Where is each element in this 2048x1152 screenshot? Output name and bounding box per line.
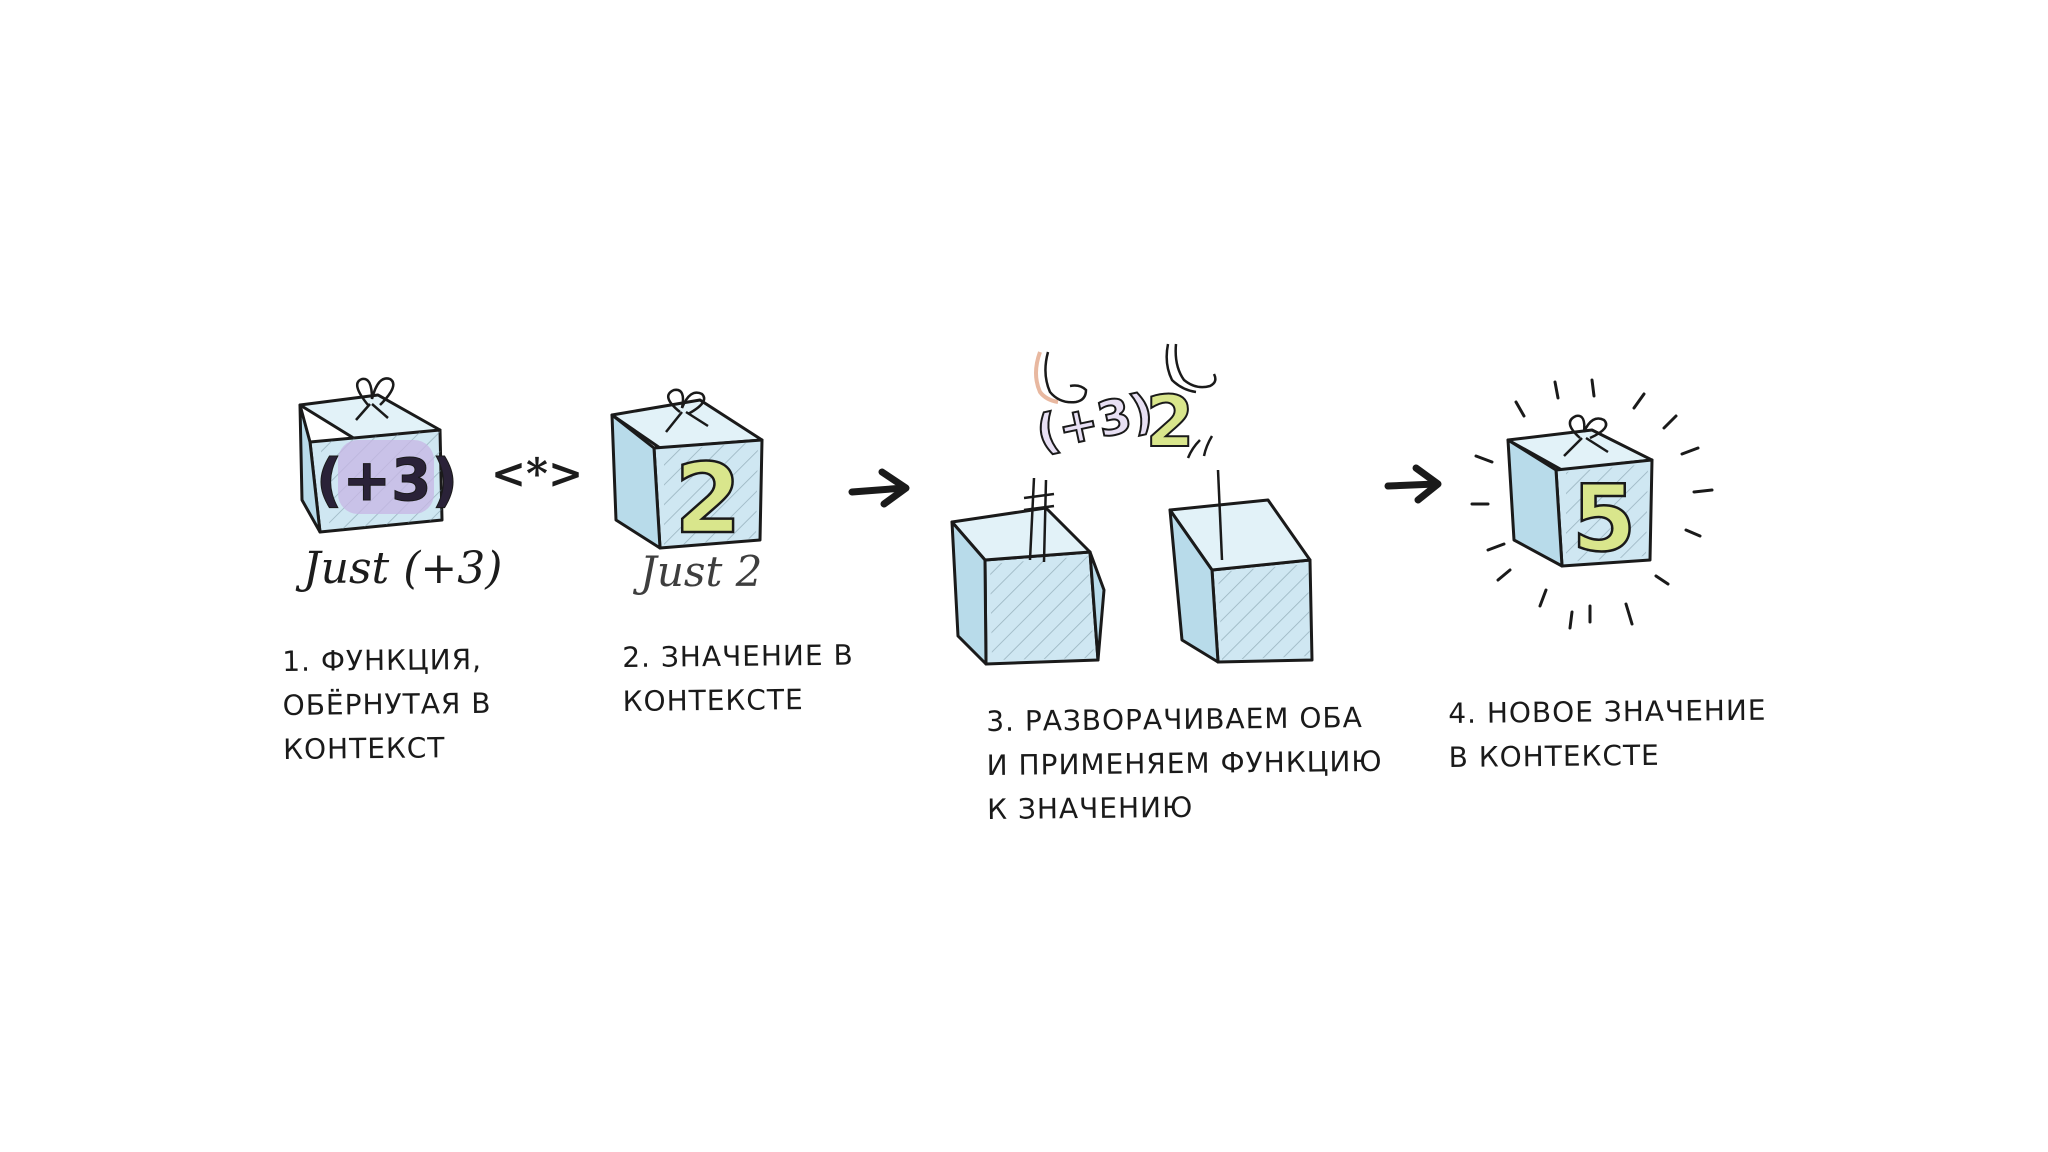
arrow-right-icon bbox=[1384, 464, 1442, 504]
step-3-open-box-right-icon bbox=[1168, 435, 1314, 664]
step-1-caption-line: ОБЁРНУТАЯ В bbox=[282, 686, 492, 722]
arrow-right-icon bbox=[848, 468, 910, 508]
step-4-caption-line: 4. НОВОЕ ЗНАЧЕНИЕ bbox=[1448, 693, 1767, 730]
step-4-glow-rays-icon bbox=[1470, 378, 1714, 630]
step-1-caption-line: КОНТЕКСТ bbox=[282, 731, 446, 766]
step-1-box-label: Just (+3) bbox=[295, 543, 502, 594]
step-1-gift-box-icon: (+3) bbox=[298, 377, 458, 534]
step-3-lifted-function: (+3) bbox=[1031, 383, 1158, 462]
step-2-box-glyph: 2 bbox=[675, 443, 742, 555]
step-1-caption: 1. ФУНКЦИЯ, ОБЁРНУТАЯ В КОНТЕКСТ bbox=[282, 638, 492, 772]
step-2-gift-box-icon: 2 bbox=[610, 388, 764, 556]
step-2-caption-line: КОНТЕКСТЕ bbox=[622, 683, 804, 718]
apply-operator: <*> bbox=[491, 449, 583, 498]
step-3-open-box-left-icon bbox=[950, 477, 1106, 666]
step-3-caption-line: К ЗНАЧЕНИЮ bbox=[986, 790, 1194, 826]
step-3-hand-right-icon bbox=[1165, 343, 1217, 394]
step-4-caption: 4. НОВОЕ ЗНАЧЕНИЕ В КОНТЕКСТЕ bbox=[1448, 689, 1767, 780]
step-1-caption-line: 1. ФУНКЦИЯ, bbox=[282, 642, 483, 678]
step-3-caption: 3. РАЗВОРАЧИВАЕМ ОБА И ПРИМЕНЯЕМ ФУНКЦИЮ… bbox=[986, 696, 1383, 832]
step-4-caption-line: В КОНТЕКСТЕ bbox=[1448, 738, 1660, 774]
step-4-gift-box-icon: 5 bbox=[1506, 414, 1654, 573]
step-1-box-glyph: (+3) bbox=[316, 446, 458, 514]
step-4-box-glyph: 5 bbox=[1572, 465, 1636, 572]
step-3-lifted-value: 2 bbox=[1146, 381, 1195, 463]
step-2-box-label: Just 2 bbox=[632, 547, 762, 596]
step-3-caption-line: 3. РАЗВОРАЧИВАЕМ ОБА bbox=[986, 701, 1363, 738]
step-2-caption: 2. ЗНАЧЕНИЕ В КОНТЕКСТЕ bbox=[622, 634, 854, 724]
step-3-caption-line: И ПРИМЕНЯЕМ ФУНКЦИЮ bbox=[986, 744, 1383, 782]
step-2-caption-line: 2. ЗНАЧЕНИЕ В bbox=[622, 638, 854, 674]
step-3-hand-left-icon bbox=[1034, 351, 1088, 404]
